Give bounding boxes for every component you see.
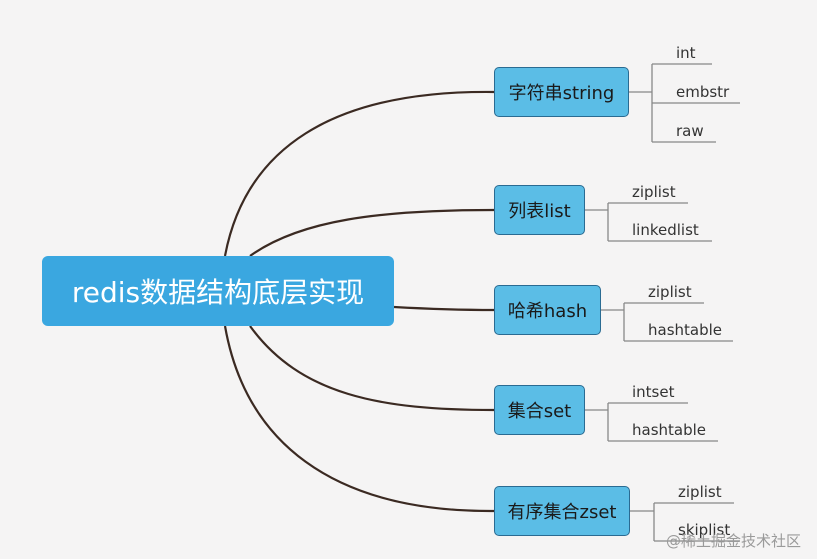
branch-node-hash: 哈希hash [494, 285, 601, 335]
leaf-string-embstr: embstr [676, 83, 730, 101]
leaf-set-hashtable: hashtable [632, 421, 707, 439]
leaf-list-linkedlist: linkedlist [632, 221, 699, 239]
root-node: redis数据结构底层实现 [42, 256, 394, 326]
leaf-zset-ziplist: ziplist [678, 483, 722, 501]
connector-set [249, 325, 495, 412]
leaf-string-int: int [676, 44, 696, 62]
leaf-set-intset: intset [632, 383, 675, 401]
branch-node-zset: 有序集合zset [494, 486, 630, 536]
branch-node-string: 字符串string [494, 67, 629, 117]
leaf-hash-hashtable: hashtable [648, 321, 723, 339]
connector-hash [393, 305, 495, 312]
connector-string [223, 90, 495, 257]
leaf-zset-skiplist: skiplist [678, 521, 731, 539]
leaf-string-raw: raw [676, 122, 704, 140]
connector-list [249, 208, 495, 257]
branch-node-set: 集合set [494, 385, 585, 435]
watermark: @稀土掘金技术社区 [665, 532, 801, 550]
branch-node-list: 列表list [494, 185, 585, 235]
leaf-list-ziplist: ziplist [632, 183, 676, 201]
connector-zset [223, 325, 495, 513]
leaf-hash-ziplist: ziplist [648, 283, 692, 301]
